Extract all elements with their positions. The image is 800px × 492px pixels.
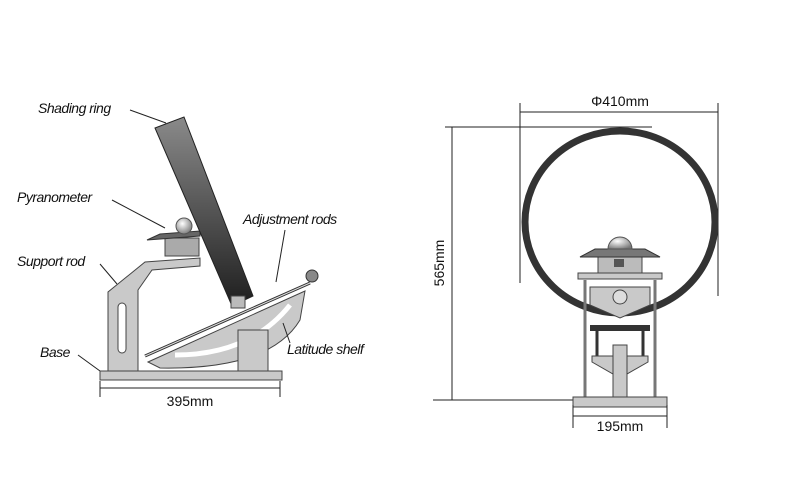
- side-view: Shading ring Pyranometer Adjustment rods…: [17, 100, 366, 409]
- pyranometer-brim-front: [579, 248, 661, 258]
- bracket-knob: [612, 289, 628, 305]
- leader-base: [77, 354, 101, 372]
- support-slot: [117, 302, 127, 354]
- dim-base-width-front: 195mm: [597, 418, 644, 434]
- center-column: [612, 344, 628, 398]
- pyranometer-connector: [614, 259, 624, 267]
- shelf-stand: [237, 329, 269, 372]
- label-adjustment-rods: Adjustment rods: [242, 211, 337, 227]
- base-plate: [99, 370, 283, 381]
- leader-support-rod: [99, 263, 118, 285]
- shading-ring-front: [521, 127, 719, 317]
- latitude-shelf: [146, 290, 306, 369]
- shading-ring-side: [154, 116, 254, 307]
- pyranometer-body: [164, 237, 200, 257]
- platform: [577, 272, 663, 280]
- label-pyranometer: Pyranometer: [17, 189, 93, 205]
- ring-clamp: [230, 295, 246, 309]
- base-plate-front: [572, 396, 668, 408]
- label-latitude-shelf: Latitude shelf: [287, 341, 366, 357]
- pyranometer-dome: [175, 217, 193, 235]
- support-rod: [107, 257, 201, 372]
- dim-ring-diameter: Φ410mm: [591, 93, 649, 109]
- rod-highlight: [144, 282, 311, 357]
- adjustment-knob: [305, 269, 319, 283]
- front-view: Φ410mm 565mm 195mm: [431, 93, 719, 434]
- leader-pyranometer: [111, 199, 166, 229]
- frame-bar: [590, 325, 650, 331]
- leader-adjustment-rods: [275, 229, 286, 283]
- label-support-rod: Support rod: [17, 253, 86, 269]
- pyranometer-dome-front: [607, 236, 633, 250]
- label-base: Base: [40, 344, 71, 360]
- leader-shading-ring: [129, 109, 167, 124]
- label-shading-ring: Shading ring: [38, 100, 111, 116]
- dim-base-width: 395mm: [167, 393, 214, 409]
- leader-latitude-shelf: [282, 322, 291, 344]
- dim-height: 565mm: [431, 240, 447, 287]
